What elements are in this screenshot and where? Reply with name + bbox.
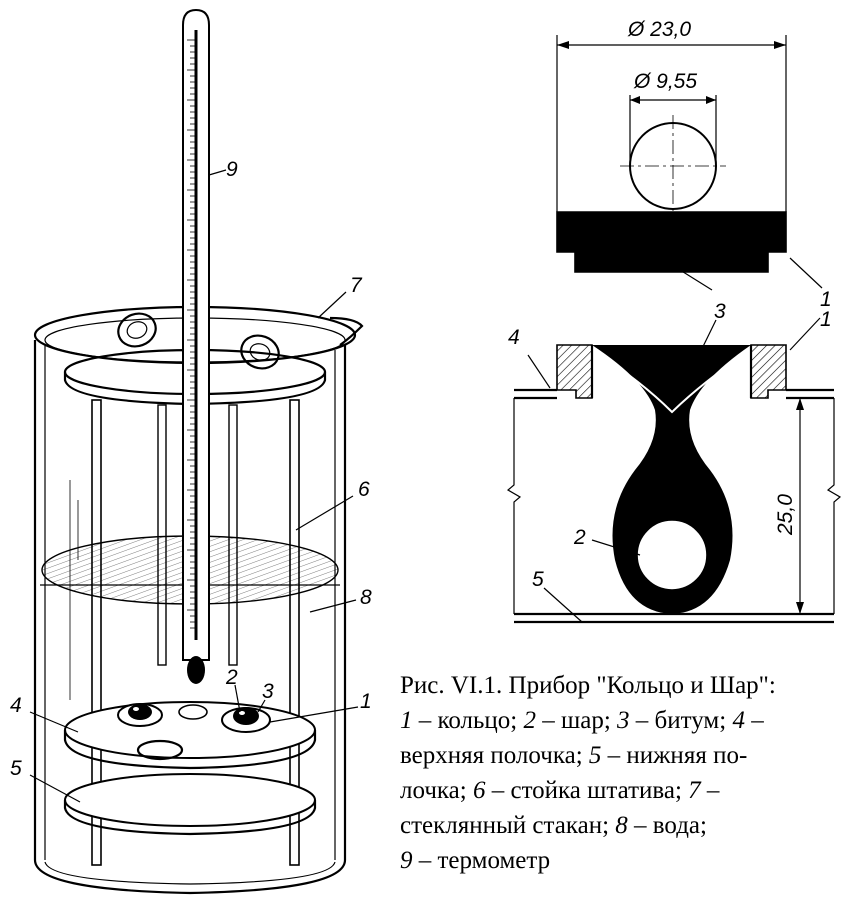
caption-text-6: – стойка штатива; bbox=[485, 777, 689, 804]
caption-num-3: 3 bbox=[617, 707, 630, 734]
caption-line-6: 9 – термометр bbox=[400, 843, 860, 878]
right-label-5: 5 bbox=[532, 568, 544, 591]
caption-text-9: – термометр bbox=[412, 847, 551, 874]
caption-text-7: – bbox=[700, 777, 720, 804]
caption-text-4b: верхняя полочка; bbox=[400, 742, 589, 769]
label-1: 1 bbox=[360, 690, 372, 713]
support-rods bbox=[91, 399, 300, 866]
label-3: 3 bbox=[262, 680, 274, 703]
height-dimension: 25,0 bbox=[774, 494, 797, 536]
right-label-1-top: 1 bbox=[820, 288, 832, 311]
caption-num-1: 1 bbox=[400, 707, 413, 734]
right-label-1-bottom: 1 bbox=[820, 308, 832, 331]
caption-text-8: – вода; bbox=[627, 812, 707, 839]
label-9: 9 bbox=[226, 158, 238, 181]
caption-line-4: лочка; 6 – стойка штатива; 7 – bbox=[400, 773, 860, 808]
lower-shelf bbox=[63, 773, 317, 836]
apparatus-drawing: 9 7 6 8 2 3 1 4 5 bbox=[10, 8, 372, 895]
outer-diameter-dimension: Ø 23,0 bbox=[627, 18, 691, 41]
label-6: 6 bbox=[358, 478, 370, 501]
caption-text-2: – шар; bbox=[536, 707, 618, 734]
caption-num-9: 9 bbox=[400, 847, 413, 874]
upper-shelf bbox=[63, 701, 317, 770]
caption-num-8: 8 bbox=[615, 812, 628, 839]
caption-line-2: 1 – кольцо; 2 – шар; 3 – битум; 4 – bbox=[400, 703, 860, 738]
label-7: 7 bbox=[350, 274, 363, 297]
ring-and-ball-detail: Ø 23,0 Ø 9,55 bbox=[556, 18, 823, 291]
caption-num-4: 4 bbox=[732, 707, 745, 734]
label-4: 4 bbox=[10, 694, 22, 717]
caption-line-3: верхняя полочка; 5 – нижняя по- bbox=[400, 738, 860, 773]
ball-diameter-dimension: Ø 9,55 bbox=[633, 70, 697, 93]
label-2: 2 bbox=[225, 666, 238, 689]
caption-num-5: 5 bbox=[588, 742, 602, 769]
label-5: 5 bbox=[10, 757, 22, 780]
figure-caption: Рис. VI.1. Прибор "Кольцо и Шар": 1 – ко… bbox=[400, 668, 860, 878]
caption-text-5b: лочка; bbox=[400, 777, 473, 804]
caption-text-1: – кольцо; bbox=[412, 707, 524, 734]
caption-title: Рис. VI.1. Прибор "Кольцо и Шар": bbox=[400, 672, 776, 699]
deformed-bitumen-section: 25,0 bbox=[506, 317, 842, 624]
right-label-4: 4 bbox=[508, 326, 520, 349]
caption-text-7b: стеклянный стакан; bbox=[400, 812, 616, 839]
thermometer bbox=[182, 8, 210, 684]
caption-text-3: – битум; bbox=[629, 707, 733, 734]
right-label-3: 3 bbox=[714, 300, 726, 323]
right-label-2: 2 bbox=[573, 526, 586, 549]
caption-text-4a: – bbox=[744, 707, 764, 734]
caption-line-5: стеклянный стакан; 8 – вода; bbox=[400, 808, 860, 843]
caption-num-2: 2 bbox=[523, 707, 537, 734]
label-8: 8 bbox=[360, 586, 372, 609]
caption-text-5a: – нижняя по- bbox=[601, 742, 748, 769]
left-leader-lines bbox=[29, 169, 359, 803]
caption-num-6: 6 bbox=[472, 777, 486, 804]
caption-num-7: 7 bbox=[688, 777, 701, 804]
